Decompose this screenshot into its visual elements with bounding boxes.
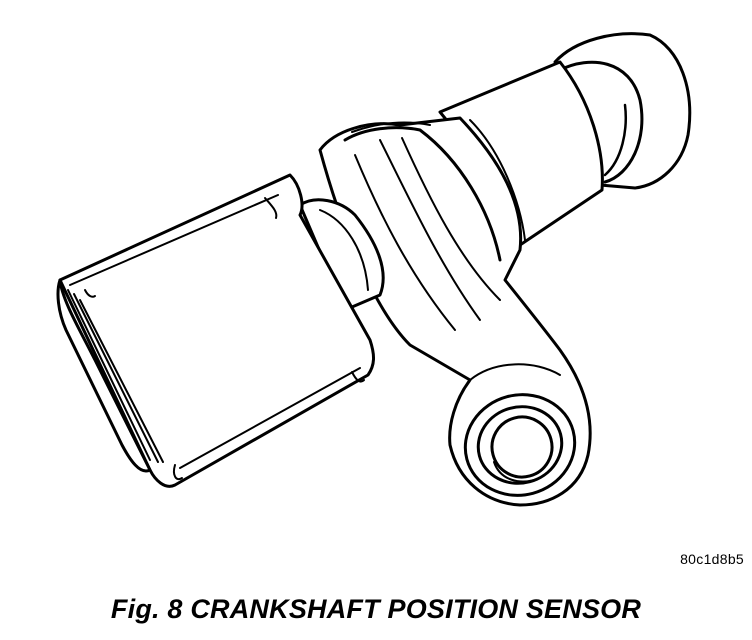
electrical-connector <box>56 173 375 488</box>
sensor-tip <box>438 32 692 247</box>
figure-caption: Fig. 8 CRANKSHAFT POSITION SENSOR <box>110 594 642 624</box>
sensor-neck <box>298 198 385 312</box>
mounting-flange <box>318 116 592 507</box>
figure-reference-code: 80c1d8b5 <box>680 551 744 567</box>
